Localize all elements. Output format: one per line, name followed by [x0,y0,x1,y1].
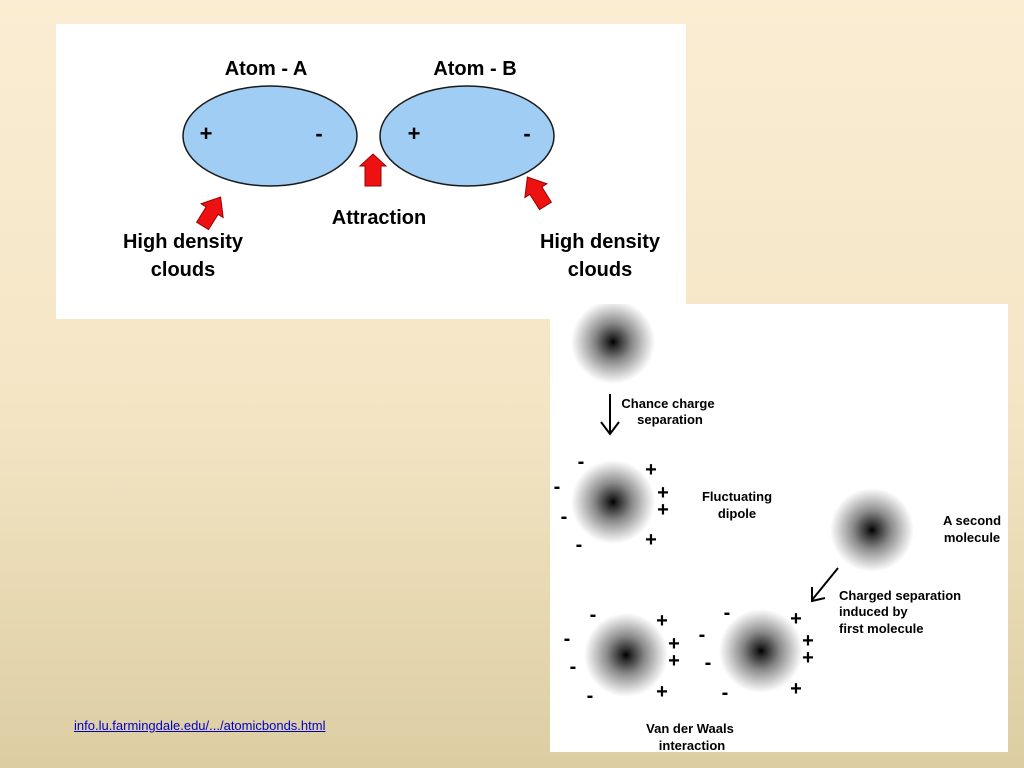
svg-text:+: + [668,650,680,672]
interaction-charges-right: - - - - + + + + [699,602,814,704]
atom-b-plus: + [408,121,421,146]
attraction-arrow [358,153,388,187]
svg-text:-: - [699,624,706,646]
atom-b-label: Atom - B [433,58,516,80]
svg-text:+: + [657,482,669,504]
atom-attraction-svg: Atom - A Atom - B + - + - Attraction Hig… [123,58,661,281]
svg-text:+: + [790,608,802,630]
interaction-charges-left: - - - - + + + + [564,604,680,707]
second-molecule [830,488,914,572]
svg-text:-: - [554,476,561,498]
svg-text:-: - [576,534,583,556]
atom-a-minus: - [315,121,322,146]
svg-text:-: - [561,506,568,528]
right-density-label-1: High density [540,231,661,253]
svg-text:+: + [802,647,814,669]
atom-a-cloud [182,85,358,187]
vdw-label-1: Van der Waals [646,721,734,736]
second-molecule-label-1: A second [943,513,1001,528]
right-density-arrow [524,176,553,211]
dipole-charges: - - - - + + + + [554,451,669,556]
chance-label-2: separation [637,412,703,427]
svg-text:-: - [578,451,585,473]
svg-text:-: - [564,628,571,650]
second-molecule-label-2: molecule [944,530,1000,545]
svg-text:+: + [790,678,802,700]
left-density-arrow [195,196,224,231]
atom-b-minus: - [523,121,530,146]
svg-text:-: - [590,604,597,626]
svg-text:+: + [656,610,668,632]
svg-text:+: + [668,633,680,655]
right-density-label-2: clouds [568,259,632,281]
fluctuating-dipole-molecule [571,460,655,544]
svg-text:-: - [570,656,577,678]
diagonal-arrow-icon [811,567,839,603]
induced-label-2: induced by [839,604,908,619]
left-density-label-1: High density [123,231,244,253]
down-arrow-icon [600,394,620,436]
van-der-waals-svg: Chance charge separation - - - - + + + +… [554,304,1001,752]
induced-label-1: Charged separation [839,588,961,603]
vdw-label-2: interaction [659,738,726,752]
svg-text:+: + [645,459,657,481]
chance-label-1: Chance charge [621,396,714,411]
left-density-label-2: clouds [151,259,215,281]
svg-text:-: - [722,682,729,704]
svg-text:-: - [587,685,594,707]
van-der-waals-diagram: Chance charge separation - - - - + + + +… [550,304,1008,752]
interaction-molecule-right [719,609,803,693]
source-link[interactable]: info.lu.farmingdale.edu/.../atomicbonds.… [74,718,326,733]
neutral-molecule [571,304,655,384]
atom-a-plus: + [200,121,213,146]
svg-text:+: + [657,499,669,521]
svg-text:-: - [724,602,731,624]
attraction-label: Attraction [332,207,426,229]
svg-text:+: + [656,681,668,703]
svg-text:+: + [645,529,657,551]
interaction-molecule-left [584,613,668,697]
svg-text:+: + [802,630,814,652]
svg-text:-: - [705,652,712,674]
atom-a-label: Atom - A [225,58,308,80]
atom-attraction-diagram: Atom - A Atom - B + - + - Attraction Hig… [56,24,686,319]
fluctuating-label-1: Fluctuating [702,489,772,504]
atom-b-cloud [379,85,555,187]
fluctuating-label-2: dipole [718,506,756,521]
induced-label-3: first molecule [839,621,924,636]
